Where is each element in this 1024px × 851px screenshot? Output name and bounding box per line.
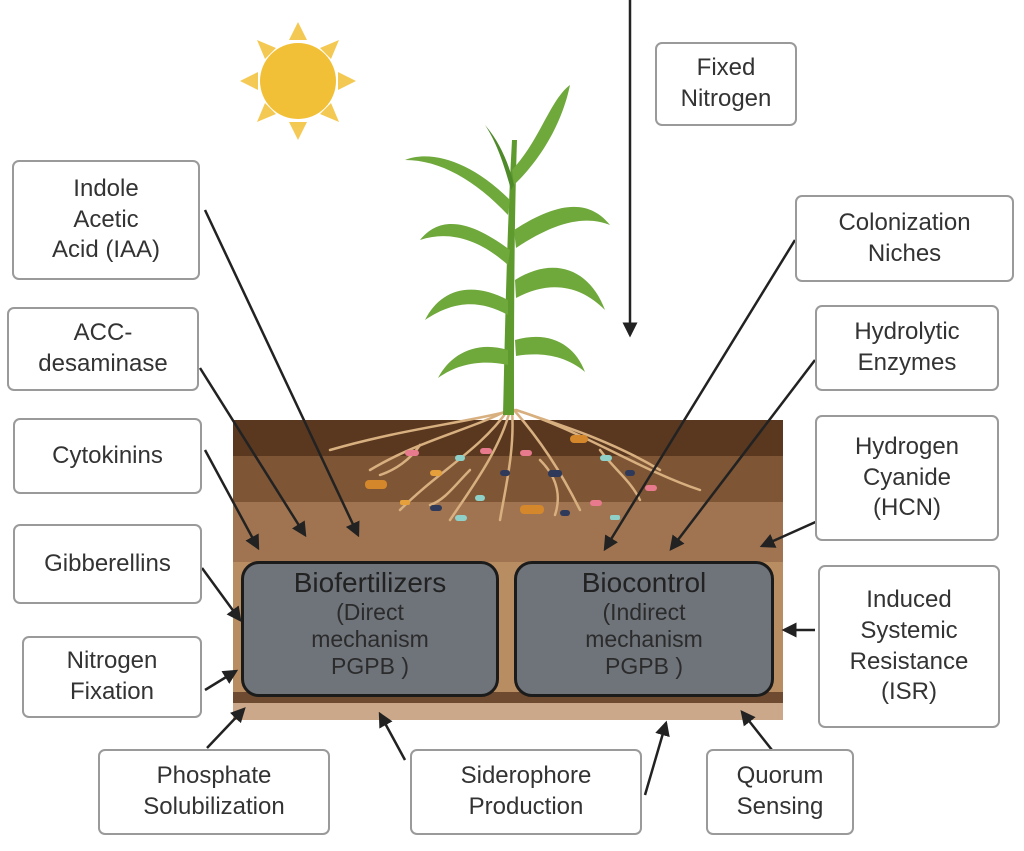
plant-illustration xyxy=(405,85,610,415)
label-line: Niches xyxy=(867,239,942,267)
label-line: Colonization xyxy=(838,208,971,236)
label-line: Cyanide xyxy=(862,463,952,491)
biofertilizers-box: Biofertilizers (Direct mechanism PGPB ) xyxy=(241,561,499,697)
label-line: Indole xyxy=(73,174,139,202)
label-line: Fixed xyxy=(696,54,756,82)
label-line: Induced xyxy=(866,586,952,614)
label-line: Systemic xyxy=(860,616,958,644)
label-line: Cytokinins xyxy=(52,441,163,469)
label-line: Sensing xyxy=(736,793,824,820)
label-line: Siderophore xyxy=(460,762,592,790)
fixed-nitrogen-label: Fixed Nitrogen xyxy=(655,42,797,126)
biofertilizers-line-2: mechanism xyxy=(311,626,429,653)
label-line: Gibberellins xyxy=(44,549,171,577)
biofertilizers-line-1: (Direct xyxy=(336,599,404,626)
cytokinins-label: Cytokinins xyxy=(13,418,202,494)
hydrogen-cyanide-label: Hydrogen Cyanide (HCN) xyxy=(815,415,999,541)
bacteria xyxy=(365,435,657,521)
label-line: desaminase xyxy=(38,350,168,377)
biocontrol-box: Biocontrol (Indirect mechanism PGPB ) xyxy=(514,561,774,697)
biocontrol-line-1: (Indirect xyxy=(602,599,686,626)
biofertilizers-title: Biofertilizers xyxy=(293,567,447,598)
quorum-sensing-label: Quorum Sensing xyxy=(706,749,854,835)
siderophore-production-label: Siderophore Production xyxy=(410,749,642,835)
label-line: Enzymes xyxy=(857,349,957,376)
biofertilizers-line-3: PGPB ) xyxy=(331,653,409,680)
label-line: Solubilization xyxy=(143,793,285,820)
biocontrol-line-3: PGPB ) xyxy=(605,653,683,680)
label-line: Phosphate xyxy=(156,762,272,790)
phosphate-solubilization-label: Phosphate Solubilization xyxy=(98,749,330,835)
label-line: (HCN) xyxy=(873,494,941,522)
iaa-label: Indole Acetic Acid (IAA) xyxy=(12,160,200,280)
label-line: Nitrogen xyxy=(66,647,158,675)
label-line: ACC- xyxy=(73,319,133,347)
hydrolytic-enzymes-label: Hydrolytic Enzymes xyxy=(815,305,999,391)
isr-label: Induced Systemic Resistance (ISR) xyxy=(818,565,1000,728)
gibberellins-label: Gibberellins xyxy=(13,524,202,604)
biocontrol-line-2: mechanism xyxy=(585,626,703,653)
label-line: Resistance xyxy=(849,647,969,675)
arrows xyxy=(198,0,821,796)
label-line: Quorum xyxy=(736,762,824,790)
sun-icon xyxy=(240,22,356,140)
label-line: Nitrogen xyxy=(680,85,772,112)
label-line: Acid (IAA) xyxy=(51,236,161,264)
colonization-niches-label: Colonization Niches xyxy=(795,195,1014,282)
biocontrol-title: Biocontrol xyxy=(581,567,707,598)
label-line: Fixation xyxy=(69,678,155,705)
label-line: Hydrogen xyxy=(854,432,960,460)
label-line: Acetic xyxy=(73,205,139,233)
label-line: Hydrolytic xyxy=(854,318,960,346)
acc-desaminase-label: ACC- desaminase xyxy=(7,307,199,391)
label-line: Production xyxy=(468,793,584,820)
nitrogen-fixation-label: Nitrogen Fixation xyxy=(22,636,202,718)
label-line: (ISR) xyxy=(881,678,937,706)
